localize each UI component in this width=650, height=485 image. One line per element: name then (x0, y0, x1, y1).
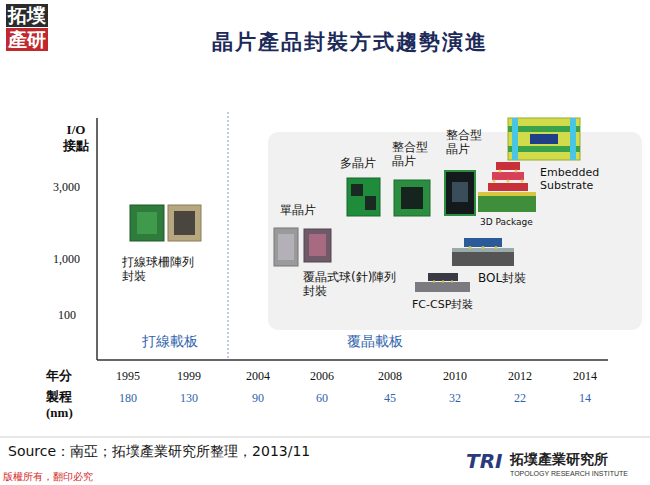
solder-bump (515, 170, 518, 173)
process-node-label: 22 (514, 391, 526, 405)
embedded-substrate (508, 118, 580, 160)
solder-bump (499, 170, 502, 173)
package-pad-layer (478, 192, 536, 196)
chart-title: 晶片產品封裝方式趨勢演進 (212, 30, 488, 55)
solder-bump (469, 246, 472, 249)
single-chip-die (278, 234, 294, 260)
axis-title: 年分 (46, 368, 72, 384)
wirebond-die (174, 211, 195, 235)
solder-bump (451, 280, 453, 282)
package-label: Embedded Substrate (540, 166, 606, 192)
substrate-layer (508, 126, 580, 132)
bol-substrate (452, 252, 514, 266)
solder-bump (495, 246, 498, 249)
fccsp-substrate (415, 282, 470, 292)
integrated-chip-die (452, 182, 468, 202)
package-label: 整合型 晶片 (446, 128, 486, 157)
logo-text: 拓墣產業研究所 (510, 451, 608, 468)
process-node-label: 180 (119, 391, 137, 405)
region-label: 打線載板 (142, 333, 198, 350)
solder-bump (482, 246, 485, 249)
stacked-die (496, 162, 520, 170)
axis-title: I/O 接點 (60, 122, 92, 153)
year-label: 2012 (508, 369, 532, 383)
solder-bump (507, 180, 510, 183)
stacked-die (488, 183, 528, 191)
via-column (570, 118, 576, 160)
process-node-label: 14 (579, 391, 591, 405)
wirebond-substrate (130, 205, 164, 241)
package-label: 覆晶式球(針)陣列 封裝 (303, 270, 397, 299)
package-label: 多晶片 (340, 156, 376, 170)
region-label: 覆晶載板 (347, 333, 403, 350)
y-axis (96, 118, 98, 360)
solder-bump (493, 180, 496, 183)
wirebond-substrate-inner (137, 212, 157, 234)
logo-text: 產研 (6, 28, 48, 51)
logo-text: TRI (466, 449, 502, 473)
integrated-chip (394, 180, 430, 216)
divider-dashed-line (228, 112, 229, 358)
year-label: 2014 (573, 369, 597, 383)
axis-tick-label: 100 (58, 308, 76, 322)
stacked-die (492, 172, 524, 180)
integrated-chip-die (401, 187, 423, 209)
year-label: 2010 (443, 369, 467, 383)
process-node-label: 45 (384, 391, 396, 405)
year-label: 2008 (378, 369, 402, 383)
x-axis (97, 359, 608, 361)
wirebond-chip (168, 205, 201, 241)
solder-bump (521, 180, 524, 183)
year-label: 2006 (310, 369, 334, 383)
year-label: 1999 (177, 369, 201, 383)
package-substrate (478, 196, 536, 212)
integrated-chip (444, 170, 476, 216)
package-label: 打線球柵陣列 封裝 (122, 255, 202, 284)
logo-text: 拓墣 (6, 4, 48, 27)
axis-title: 製程 (nm) (46, 389, 82, 420)
logo-text: TOPOLOGY RESEARCH INSTITUTE (510, 470, 628, 478)
package-label: 3D Package (480, 217, 533, 228)
substrate-layer (508, 146, 580, 152)
bol-die (464, 238, 502, 247)
via-column (512, 118, 518, 160)
axis-tick-label: 1,000 (53, 252, 80, 266)
fccsp-die (428, 273, 458, 281)
axis-tick-label: 3,000 (53, 180, 80, 194)
process-node-label: 130 (180, 391, 198, 405)
background-panel (268, 132, 642, 330)
copyright-note: 版權所有，翻印必究 (3, 471, 93, 483)
package-label: FC-CSP封裝 (412, 298, 473, 311)
process-node-label: 60 (316, 391, 328, 405)
source-caption: Source：南亞；拓墣產業研究所整理，2013/11 (8, 443, 310, 460)
integrated-chip-body (446, 172, 474, 214)
flipchip-bga (304, 229, 331, 262)
flipchip-bga-die (309, 234, 326, 256)
process-node-label: 90 (252, 391, 264, 405)
multi-chip-die (365, 196, 376, 210)
divider-line (0, 437, 650, 438)
package-label: 單晶片 (280, 203, 316, 217)
multi-chip (347, 178, 380, 216)
solder-bump (433, 280, 435, 282)
year-label: 2004 (246, 369, 270, 383)
package-label: BOL封裝 (478, 271, 526, 285)
package-label: 整合型 晶片 (392, 140, 432, 169)
embedded-die (530, 134, 558, 144)
single-chip (274, 228, 298, 266)
solder-bump (442, 280, 444, 282)
year-label: 1995 (116, 369, 140, 383)
process-node-label: 32 (449, 391, 461, 405)
multi-chip-die (351, 184, 363, 196)
